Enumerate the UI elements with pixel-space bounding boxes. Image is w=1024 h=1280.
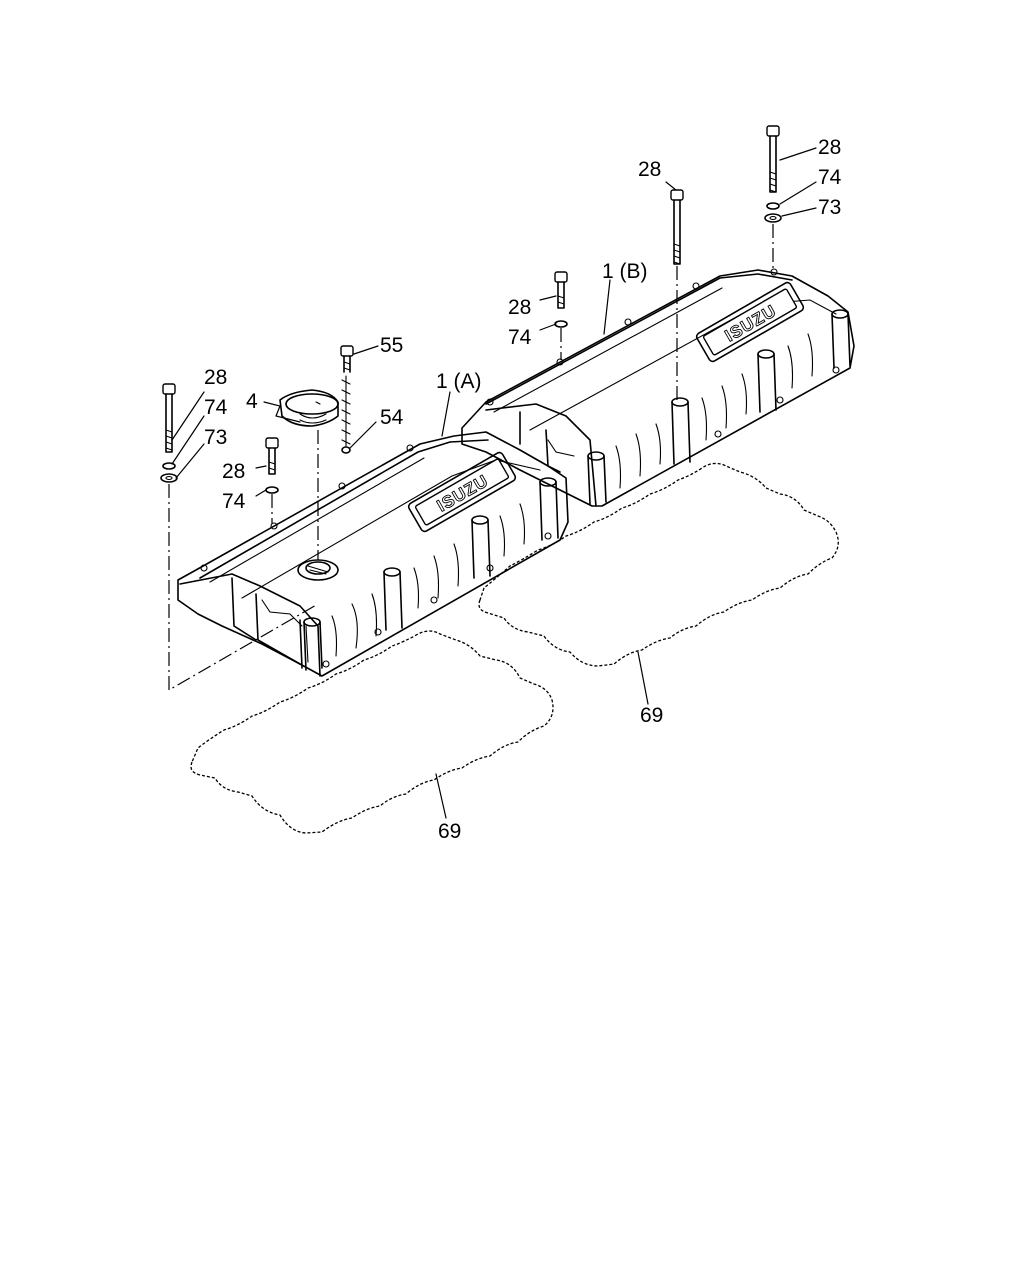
callout-73-top-right: 73 — [818, 196, 841, 219]
callout-74-a: 74 — [222, 490, 246, 513]
callout-28-b: 28 — [508, 296, 531, 319]
bolt-55 — [340, 345, 354, 373]
callout-28-a: 28 — [222, 460, 245, 483]
washer-73-top-right — [764, 213, 782, 223]
lock-washer-74-cover-a — [265, 486, 279, 494]
callout-69-left: 69 — [438, 820, 461, 843]
bolt-28-left — [162, 383, 176, 453]
lock-washer-74-top-right — [766, 202, 780, 210]
bolt-28-top-right — [766, 125, 780, 193]
bolt-28-cover-b — [554, 271, 568, 309]
callout-69-right: 69 — [640, 704, 663, 727]
lock-washer-74-cover-b — [554, 320, 568, 328]
gasket-69-left — [190, 630, 554, 834]
chain-54 — [341, 375, 351, 447]
bolt-28-cover-a — [265, 437, 279, 475]
callout-74-top-right: 74 — [818, 166, 842, 189]
washer-73-left — [160, 473, 178, 483]
callout-74-b: 74 — [508, 326, 532, 349]
callout-74-left: 74 — [204, 396, 228, 419]
callout-28-top-right: 28 — [818, 136, 841, 159]
callout-54: 54 — [380, 406, 404, 429]
bolt-28-mid — [670, 189, 684, 265]
callout-4: 4 — [246, 390, 258, 413]
gasket-69-right — [478, 462, 839, 667]
callout-1b: 1 (B) — [602, 260, 648, 283]
oil-filler-cap-4 — [279, 389, 339, 427]
callout-55: 55 — [380, 334, 403, 357]
callout-28-mid: 28 — [638, 158, 661, 181]
lock-washer-74-left — [162, 462, 176, 470]
callout-28-left: 28 — [204, 366, 227, 389]
callout-1a: 1 (A) — [436, 370, 482, 393]
callout-73-left: 73 — [204, 426, 227, 449]
